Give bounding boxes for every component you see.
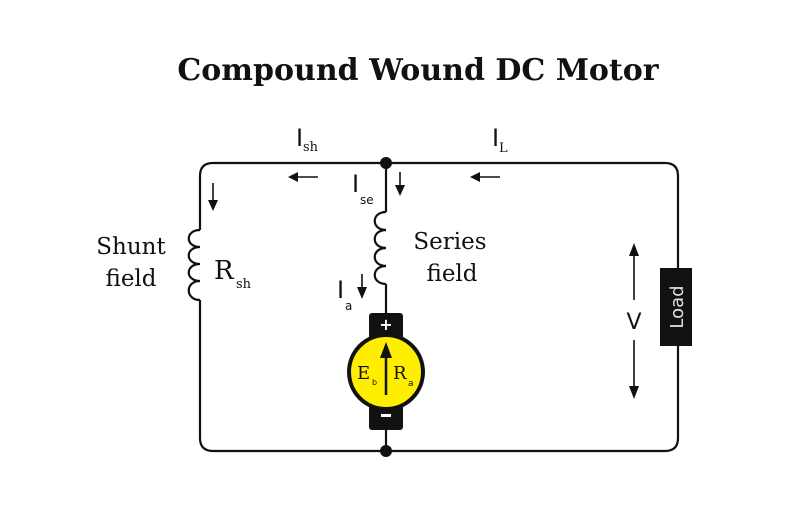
back-emf-label: E: [357, 363, 370, 384]
bottom-junction: [380, 445, 392, 457]
load-current-label: I: [492, 124, 499, 152]
negative-terminal-label: [381, 414, 391, 417]
shunt-field-label-line2: field: [105, 266, 156, 292]
voltage-arrow-down-head: [629, 386, 639, 399]
top-junction: [380, 157, 392, 169]
series-field-label-line1: Series: [413, 229, 486, 255]
series-current-subscript: se: [360, 193, 374, 207]
diagram-title: Compound Wound DC Motor: [177, 53, 659, 88]
series-field-label-line2: field: [426, 261, 477, 287]
back-emf-subscript: b: [372, 378, 377, 387]
left-top-wire: [198, 161, 386, 230]
armature-current-label: I: [337, 276, 344, 304]
emf-arrow-head: [380, 342, 392, 358]
shunt-current-label: I: [296, 124, 303, 152]
shunt-down-arrow-head: [208, 200, 218, 211]
top-wire: [386, 161, 680, 268]
load-current-arrow-head: [470, 172, 480, 182]
armature-resistance-label: R: [393, 363, 407, 384]
positive-terminal-label: +: [379, 315, 392, 334]
load-label: Load: [667, 285, 688, 328]
right-wire-lower: [386, 346, 680, 453]
shunt-resistance-subscript: sh: [236, 277, 252, 292]
left-bottom-wire: [198, 300, 386, 453]
series-down-arrow-head: [395, 185, 405, 196]
shunt-current-arrow-head: [288, 172, 298, 182]
load-block: [660, 268, 692, 346]
shunt-field-label-line1: Shunt: [96, 234, 166, 260]
series-field-coil: [373, 210, 387, 286]
armature-current-arrow-head: [357, 287, 367, 299]
armature-resistance-subscript: a: [408, 379, 414, 389]
series-current-label: I: [352, 170, 359, 198]
shunt-field-coil: [187, 228, 201, 302]
load-current-subscript: L: [499, 141, 508, 156]
voltage-label: V: [626, 310, 641, 335]
shunt-current-subscript: sh: [303, 140, 319, 155]
voltage-arrow-up-head: [629, 243, 639, 256]
shunt-resistance-label: R: [214, 256, 235, 286]
armature-current-subscript: a: [345, 299, 352, 313]
